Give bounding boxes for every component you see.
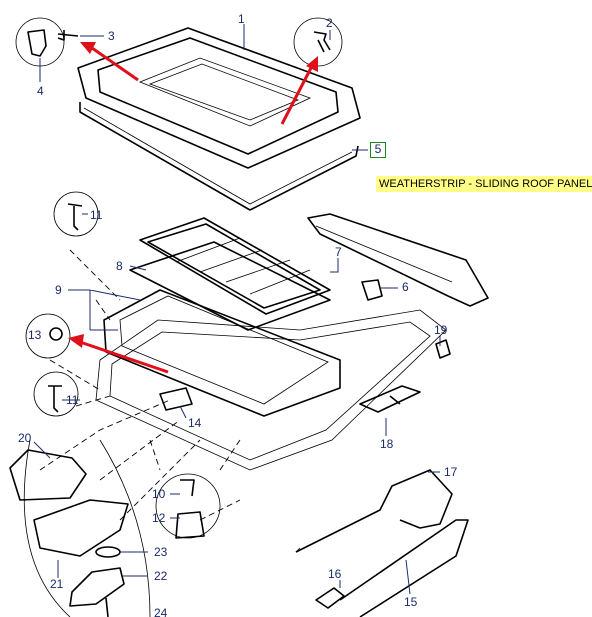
screw-11b[interactable] [33,371,79,417]
drive-cable-17[interactable] [295,469,453,553]
screw-bracket-12[interactable] [155,473,221,539]
callout-12: 12 [152,511,166,525]
crank-22[interactable] [69,567,125,607]
callout-8: 8 [116,259,123,273]
clip-fastener[interactable] [15,17,79,67]
callout-1: 1 [238,12,245,26]
pin-19[interactable] [435,339,451,359]
callout-17: 17 [444,465,458,479]
front-rail[interactable] [307,213,489,307]
callout-21: 21 [50,577,64,591]
guide-14[interactable] [159,387,193,411]
handle-cover-20[interactable] [9,449,87,501]
callout-23: 23 [154,545,168,559]
callout-9: 9 [55,283,62,297]
callout-13: 13 [28,328,42,342]
callout-20: 20 [18,431,32,445]
callout-11b: 11 [66,393,79,407]
part-tooltip: WEATHERSTRIP - SLIDING ROOF PANEL, [376,176,592,192]
handle-base-21[interactable] [33,499,129,557]
glass-panel[interactable] [77,27,361,169]
callout-4: 4 [37,84,44,98]
callout-14: 14 [188,416,202,430]
callout-5-highlight[interactable]: 5 [370,142,386,158]
red-arrows [68,42,318,374]
callout-16: 16 [328,567,342,581]
housing-15[interactable] [339,519,469,617]
roof-opening [95,309,447,471]
callout-15: 15 [404,595,418,609]
callout-18: 18 [380,437,394,451]
bracket-6[interactable] [361,279,383,301]
plate-18[interactable] [359,385,421,413]
callout-2: 2 [326,16,333,30]
handle-16[interactable] [315,587,345,609]
washer-23[interactable] [95,546,121,558]
callout-11a: 11 [90,208,103,222]
callout-24: 24 [154,606,168,617]
callout-22: 22 [154,569,168,583]
callout-3: 3 [108,29,115,43]
sunroof-frame[interactable] [103,217,341,417]
screw-11a[interactable] [53,191,99,237]
callout-6: 6 [402,280,409,294]
callout-19: 19 [434,323,448,337]
grommet-13[interactable] [25,313,71,359]
weatherstrip[interactable] [79,102,359,211]
pin-24[interactable] [105,597,109,617]
callout-10: 10 [152,487,166,501]
leader-lines [33,24,441,595]
callout-7: 7 [335,245,342,259]
assembly-lines [23,249,241,617]
callout-numbers: 1 2 3 4 6 7 8 9 10 11 11 12 13 14 15 16 … [18,12,458,617]
